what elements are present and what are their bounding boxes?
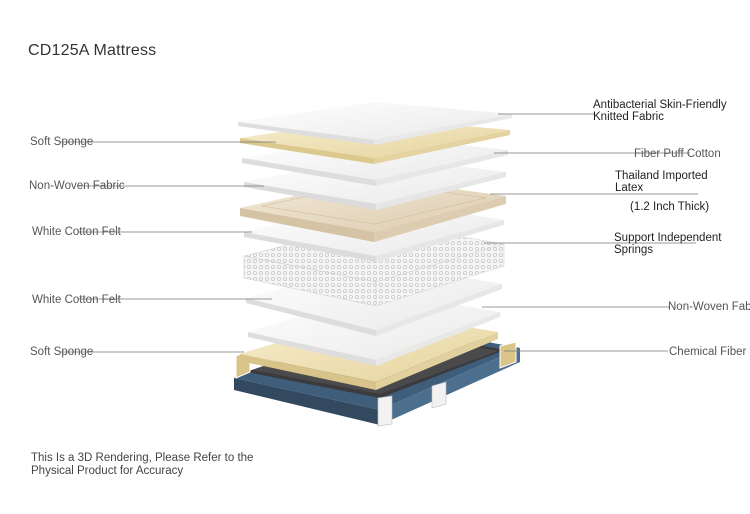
label-latex-line1: Thailand Imported xyxy=(615,170,708,182)
label-white-cotton-felt-lower: White Cotton Felt xyxy=(32,294,121,306)
layer-knitted-fabric xyxy=(238,102,512,145)
label-springs-line1: Support Independent xyxy=(614,232,722,244)
label-fiber-puff-cotton: Fiber Puff Cotton xyxy=(634,148,721,160)
label-soft-sponge-top: Soft Sponge xyxy=(30,136,94,148)
leader-lines xyxy=(60,113,698,353)
label-non-woven-fabric: Non-Woven Fabric xyxy=(29,180,125,192)
label-non-woven-right: Non-Woven Fab xyxy=(668,301,750,313)
label-chemical-fiber: Chemical Fiber xyxy=(669,346,747,358)
label-knitted-line1: Antibacterial Skin-Friendly xyxy=(593,99,727,111)
label-latex-line2: Latex xyxy=(615,182,644,194)
label-soft-sponge-bottom: Soft Sponge xyxy=(30,346,94,358)
label-latex-thickness: (1.2 Inch Thick) xyxy=(630,201,710,213)
label-knitted-line2: Knitted Fabric xyxy=(593,111,664,123)
label-springs-line2: Springs xyxy=(614,244,653,256)
footnote-disclaimer: This Is a 3D Rendering, Please Refer to … xyxy=(31,452,254,477)
page-title: CD125A Mattress xyxy=(28,42,157,59)
label-white-cotton-felt-upper: White Cotton Felt xyxy=(32,226,121,238)
